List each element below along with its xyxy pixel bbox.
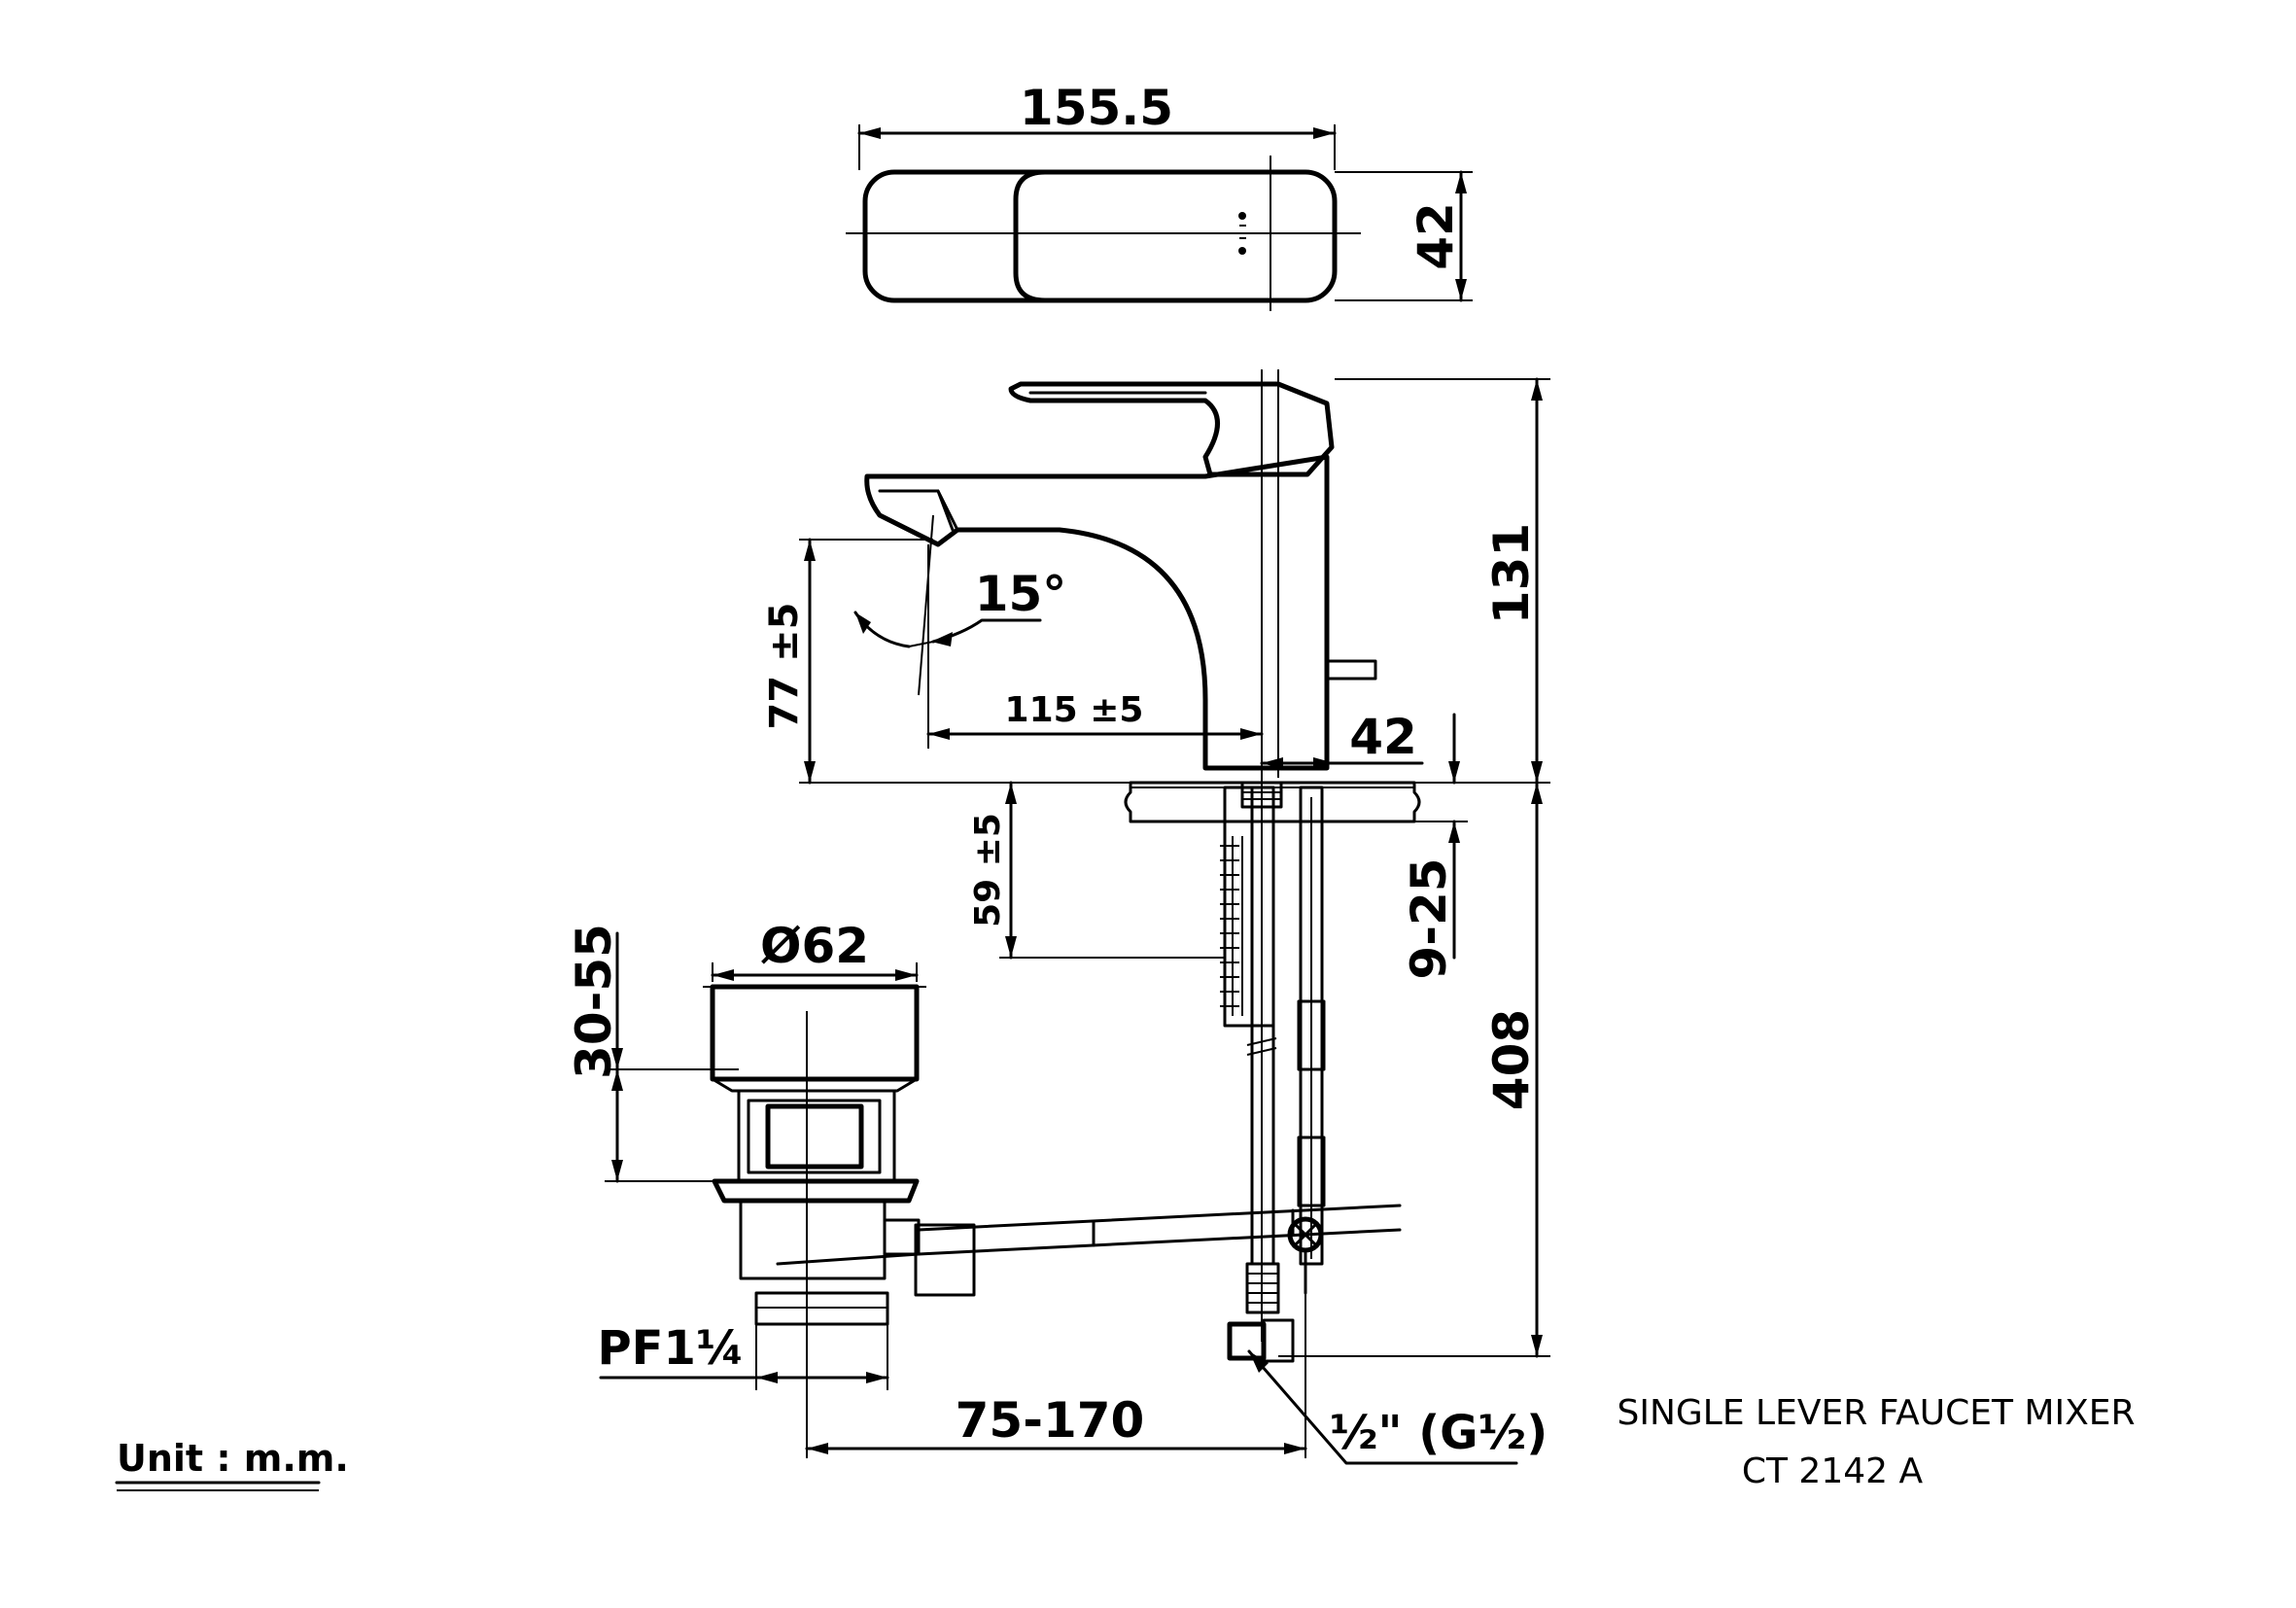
side-view-faucet bbox=[864, 369, 1377, 1342]
spout-body bbox=[864, 454, 1330, 771]
side-dimensions: 131 408 77 ±5 15° 115 ±5 42 bbox=[762, 377, 1550, 1465]
dim-inlet-thread: ½" (G½) bbox=[1330, 1406, 1548, 1460]
dim-drain-thread: PF1¼ bbox=[597, 1321, 744, 1376]
title-line2: CT 2142 A bbox=[1742, 1451, 1924, 1491]
dim-drain-diameter: Ø62 bbox=[760, 918, 869, 974]
dim-total-height: 131 bbox=[1483, 523, 1540, 624]
pop-up-drain bbox=[703, 984, 976, 1449]
dim-top-depth: 42 bbox=[1408, 202, 1464, 270]
lever-handle bbox=[1008, 381, 1335, 477]
dim-under-height: 59 ±5 bbox=[968, 813, 1008, 927]
under-counter-assembly bbox=[1220, 781, 1326, 1363]
popup-rod bbox=[1325, 659, 1377, 681]
title-line1: SINGLE LEVER FAUCET MIXER bbox=[1618, 1393, 2136, 1433]
dim-spout-height: 77 ±5 bbox=[762, 603, 807, 730]
dim-base-width: 42 bbox=[1349, 709, 1417, 765]
unit-label: Unit : m.m. bbox=[117, 1437, 349, 1480]
dim-counter-thickness: 9-25 bbox=[1401, 857, 1457, 979]
title-block: SINGLE LEVER FAUCET MIXER CT 2142 A bbox=[1618, 1393, 2136, 1491]
top-view: 155.5 42 bbox=[846, 80, 1473, 311]
dim-hose-length: 408 bbox=[1483, 1009, 1540, 1110]
dim-angle: 15° bbox=[975, 566, 1067, 622]
dim-spout-reach: 115 ±5 bbox=[1005, 690, 1144, 730]
dim-rod-reach: 75-170 bbox=[956, 1392, 1145, 1449]
pull-rod-linkage bbox=[917, 1204, 1402, 1295]
drain-dimensions: Ø62 30-55 PF1¼ 75-170 bbox=[566, 918, 1307, 1458]
drain-cap bbox=[710, 984, 920, 1082]
top-view-body bbox=[862, 169, 1338, 303]
unit-label-group: Unit : m.m. bbox=[115, 1437, 349, 1491]
dim-top-width: 155.5 bbox=[1020, 80, 1173, 136]
top-view-lever bbox=[1013, 169, 1288, 303]
dim-drain-height: 30-55 bbox=[566, 924, 622, 1079]
